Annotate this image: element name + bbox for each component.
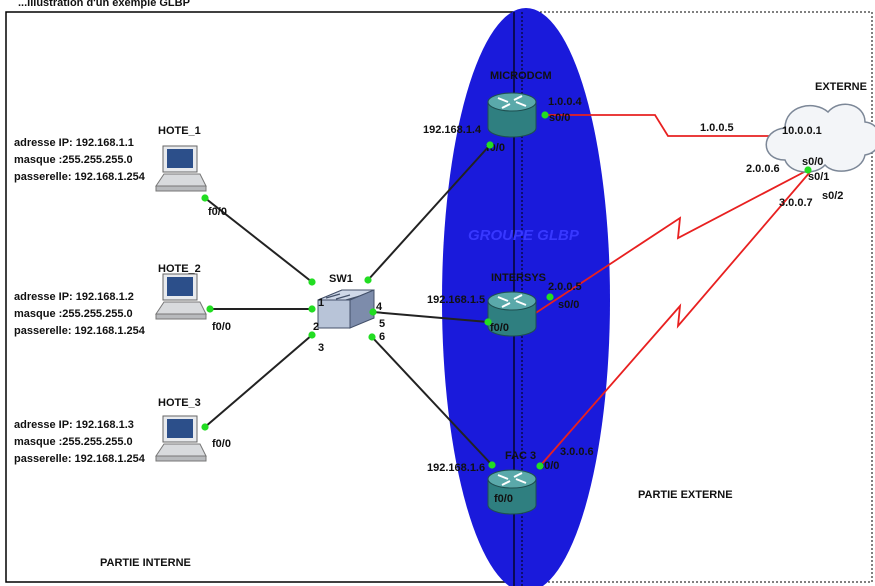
link-sw1-intersys — [372, 311, 489, 323]
port-status-dot — [486, 141, 494, 149]
link-sw1-microdcm — [367, 144, 491, 281]
router-lan-iface: f0/0 — [494, 493, 513, 505]
serial-links — [521, 114, 811, 467]
router-name: INTERSYS — [491, 272, 546, 284]
link-hote1-sw1 — [204, 197, 313, 283]
sw-port-1: 1 — [318, 297, 324, 309]
port-status-dot — [201, 194, 209, 202]
link-fac3-cloud — [539, 171, 811, 467]
router-name: MICRODCM — [490, 70, 552, 82]
router-wan-iface: s0/0 — [538, 460, 559, 472]
host-3[interactable] — [155, 415, 207, 462]
router-2[interactable] — [487, 291, 537, 337]
host-iface: f0/0 — [212, 321, 231, 333]
sw-port-6: 6 — [379, 331, 385, 343]
host-ip: adresse IP: 192.168.1.3 — [14, 419, 134, 431]
host-gateway: passerelle: 192.168.1.254 — [14, 325, 146, 337]
port-status-dot — [206, 305, 214, 313]
link-ip-microdcm-cloud: 1.0.0.5 — [700, 122, 734, 134]
host-mask: masque :255.255.255.0 — [14, 308, 133, 320]
cloud-name: EXTERNE — [815, 81, 867, 93]
port-status-dot — [804, 166, 812, 174]
host-iface: f0/0 — [212, 438, 231, 450]
host-1[interactable] — [155, 145, 207, 192]
router-name: FAC 3 — [505, 450, 536, 462]
host-2[interactable] — [155, 273, 207, 320]
port-status-dot — [308, 278, 316, 286]
router-lan-iface: f0/0 — [490, 322, 509, 334]
sw-port-2: 2 — [313, 321, 319, 333]
cloud-iface-s00: s0/0 — [802, 156, 823, 168]
sw-port-4: 4 — [376, 301, 383, 313]
link-intersys-cloud — [521, 169, 809, 323]
cloud-iface-s02: s0/2 — [822, 190, 843, 202]
cloud-externe[interactable] — [765, 103, 875, 173]
port-status-dot — [364, 276, 372, 284]
host-name: HOTE_1 — [158, 125, 201, 137]
host-gateway: passerelle: 192.168.1.254 — [14, 171, 146, 183]
router-wan-iface: s0/0 — [549, 112, 570, 124]
host-ip: adresse IP: 192.168.1.2 — [14, 291, 134, 303]
link-ip-fac3-cloud: 3.0.0.7 — [779, 197, 813, 209]
port-status-dot — [201, 423, 209, 431]
port-status-dot — [368, 333, 376, 341]
sw-port-3: 3 — [318, 342, 324, 354]
top-caption: ...Illustration d'un exemple GLBP — [18, 0, 190, 9]
port-status-dot — [308, 305, 316, 313]
link-microdcm-cloud — [545, 114, 778, 137]
cloud-ip: 10.0.0.1 — [782, 125, 822, 137]
router-wan-ip: 3.0.0.6 — [560, 446, 594, 458]
host-name: HOTE_2 — [158, 263, 201, 275]
cloud-iface-s01: s0/1 — [808, 171, 829, 183]
port-status-dot — [308, 331, 316, 339]
router-lan-ip: 192.168.1.6 — [427, 462, 485, 474]
link-ip-intersys-cloud: 2.0.0.6 — [746, 163, 780, 175]
internal-zone-label: PARTIE INTERNE — [100, 557, 191, 569]
sw-port-5: 5 — [379, 318, 385, 330]
router-wan-iface: s0/0 — [558, 299, 579, 311]
host-ip: adresse IP: 192.168.1.1 — [14, 137, 134, 149]
link-sw1-fac3 — [371, 336, 493, 466]
switch-sw1[interactable] — [317, 289, 375, 329]
router-3[interactable] — [487, 469, 537, 515]
switch-label: SW1 — [329, 273, 353, 285]
router-lan-ip: 192.168.1.5 — [427, 294, 485, 306]
router-wan-ip: 1.0.0.4 — [548, 96, 583, 108]
router-wan-ip: 2.0.0.5 — [548, 281, 582, 293]
port-status-dot — [546, 293, 554, 301]
router-1[interactable] — [487, 92, 537, 138]
port-status-dot — [536, 462, 544, 470]
port-status-dot — [484, 318, 492, 326]
link-hote3-sw1 — [204, 334, 313, 428]
host-mask: masque :255.255.255.0 — [14, 436, 133, 448]
external-zone-label: PARTIE EXTERNE — [638, 489, 733, 501]
host-name: HOTE_3 — [158, 397, 201, 409]
port-status-dot — [541, 111, 549, 119]
host-gateway: passerelle: 192.168.1.254 — [14, 453, 146, 465]
port-status-dot — [369, 308, 377, 316]
port-status-dot — [488, 461, 496, 469]
ethernet-links — [204, 144, 493, 466]
external-zone-frame — [523, 11, 873, 583]
glbp-label: GROUPE GLBP — [468, 227, 580, 244]
host-iface: f0/0 — [208, 206, 227, 218]
router-lan-ip: 192.168.1.4 — [423, 124, 482, 136]
host-mask: masque :255.255.255.0 — [14, 154, 133, 166]
